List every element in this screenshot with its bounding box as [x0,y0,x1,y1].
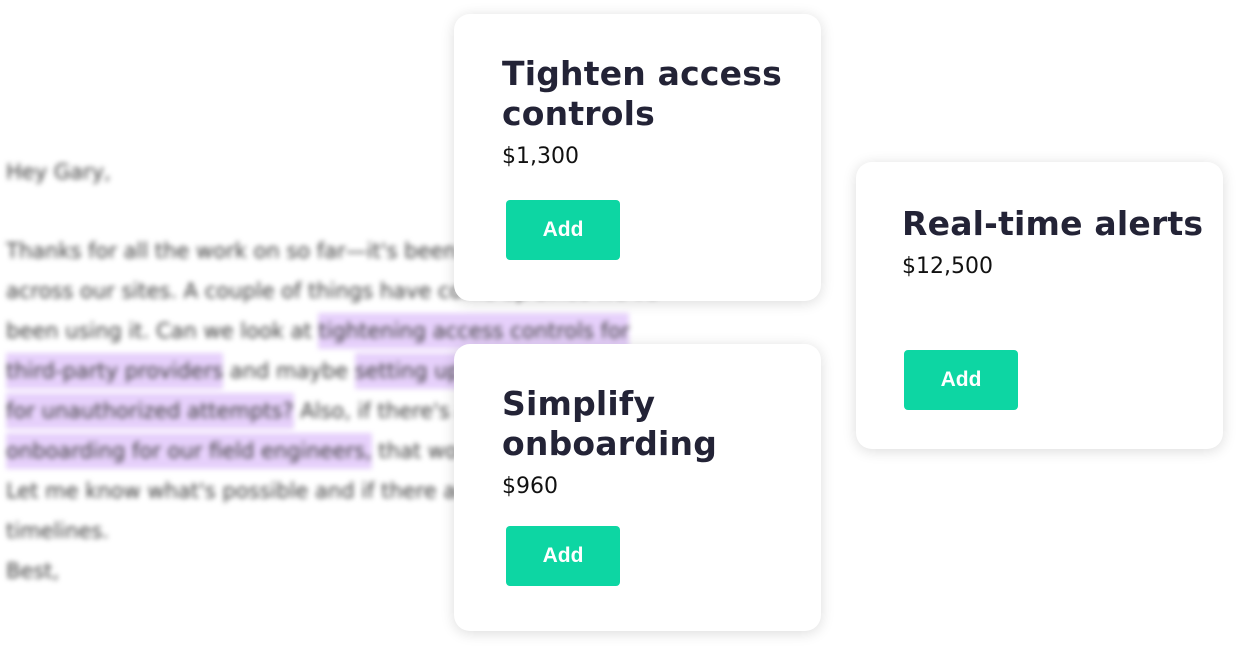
card-title: Tighten access controls [502,54,782,133]
email-text: timelines. [6,519,109,543]
card-title: Simplify onboarding [502,384,718,463]
upsell-card-onboarding: Simplify onboarding $960 Add [454,344,821,631]
email-line: been using it. Can we look at tightening… [6,311,746,351]
upsell-card-real-time-alerts: Real-time alerts $12,500 Add [856,162,1223,449]
card-title: Real-time alerts [902,204,1204,243]
add-access-controls-button[interactable]: Add [506,200,620,260]
email-paragraph: Thanks for all the work on so far—it's b… [6,231,746,591]
email-body: Hey Gary, Thanks for all the work on so … [6,152,746,591]
email-line: timelines. [6,511,746,551]
highlighted-request: tightening access controls for [318,313,630,349]
highlighted-request: onboarding for our field engineers, [6,433,372,469]
add-real-time-alerts-button[interactable]: Add [904,350,1018,410]
email-line: Best, [6,551,746,591]
email-text: been using it. Can we look at [6,319,319,343]
email-line: Thanks for all the work on so far—it's b… [6,231,746,271]
email-text: and maybe [223,359,355,383]
email-text: Thanks for all the work on so far—it's b… [6,239,457,263]
highlighted-request: for unauthorized attempts? [6,393,294,429]
card-price: $960 [502,474,558,499]
card-price: $12,500 [902,254,993,279]
card-price: $1,300 [502,144,579,169]
email-greeting: Hey Gary, [6,160,111,184]
upsell-card-access-controls: Tighten access controls $1,300 Add [454,14,821,301]
highlighted-request: third-party providers [6,353,224,389]
add-onboarding-button[interactable]: Add [506,526,620,586]
email-line: third-party providers and maybe setting … [6,351,746,391]
email-text: Best, [6,559,60,583]
